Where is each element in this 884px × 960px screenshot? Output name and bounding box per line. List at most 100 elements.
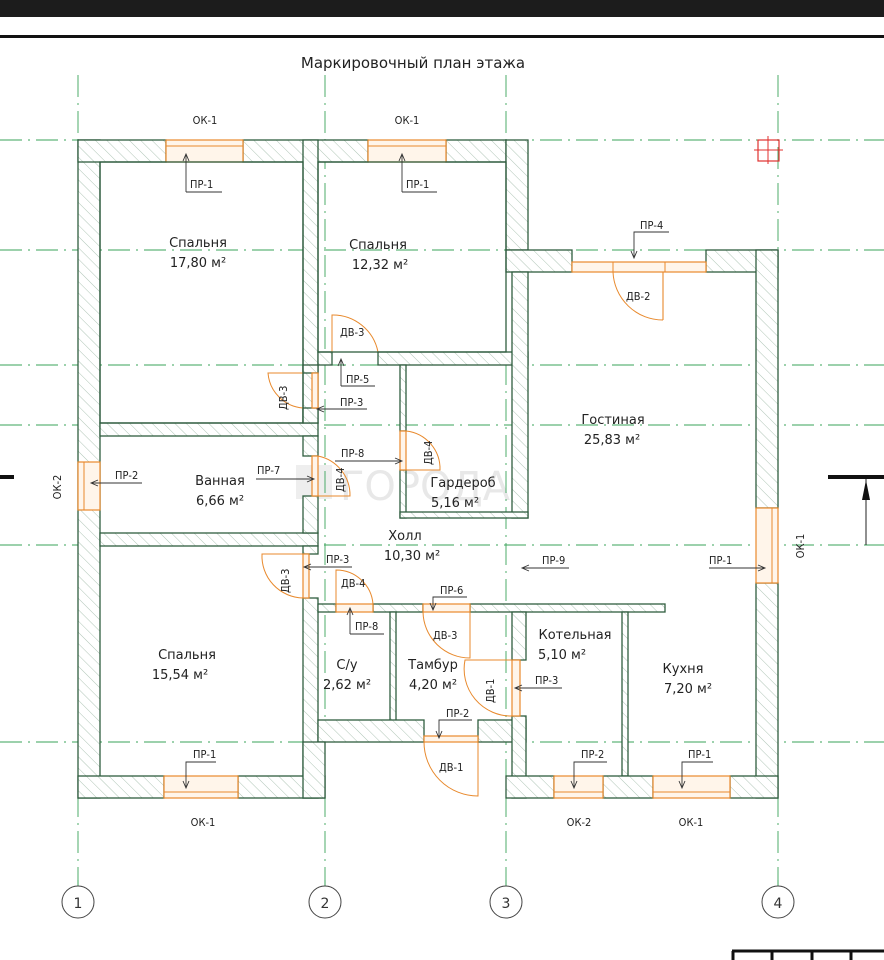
window-living-top — [571, 261, 707, 273]
window-ok1-bed3 — [163, 775, 239, 799]
room-name: Гардероб — [430, 476, 495, 491]
room-name: Холл — [388, 529, 421, 544]
opening-label: ПР-2 — [581, 748, 604, 761]
opening-label: ПР-1 — [190, 178, 213, 191]
door-label: ДВ-1 — [484, 679, 497, 703]
axis-bubble-1 — [61, 885, 95, 919]
door-label: ДВ-3 — [277, 386, 290, 410]
door-swing-dv3-bed1 — [267, 372, 304, 409]
room-area: 12,32 м² — [352, 258, 408, 273]
axis-label: 2 — [321, 896, 330, 912]
door-label: ДВ-4 — [422, 441, 435, 465]
door-swing-dv4-wc — [335, 569, 374, 605]
door-swing-dv3-bed2 — [331, 314, 379, 353]
title-block-fragment — [731, 949, 884, 960]
window-ok1-living — [755, 507, 779, 584]
room-name: Ванная — [195, 474, 245, 489]
opening-label: ПР-3 — [340, 396, 363, 409]
door-swing-dv4-ward — [405, 430, 441, 471]
section-mark-left — [0, 475, 14, 479]
reference-marker — [754, 136, 783, 164]
axis-bubble-3 — [489, 885, 523, 919]
opening-label: ПР-1 — [193, 748, 216, 761]
door-label: ДВ-2 — [626, 290, 650, 303]
room-area: 6,66 м² — [196, 494, 244, 509]
door-swing-dv3-bed3 — [261, 553, 304, 599]
room-area: 7,20 м² — [664, 682, 712, 697]
room-name: С/у — [336, 658, 357, 673]
axis-bubble-4 — [761, 885, 795, 919]
room-area: 5,16 м² — [431, 496, 479, 511]
axis-label: 4 — [774, 896, 783, 912]
section-markers — [0, 475, 884, 545]
room-name: Спальня — [169, 236, 227, 251]
axis-label: 1 — [74, 896, 83, 912]
door-swing-dv2 — [612, 271, 664, 321]
door-label: ДВ-3 — [433, 629, 457, 642]
room-name: Спальня — [158, 648, 216, 663]
room-area: 17,80 м² — [170, 256, 226, 271]
room-area: 5,10 м² — [538, 648, 586, 663]
inner-outlines — [99, 161, 507, 424]
opening-labels: ПР-1 ПР-1 ПР-4 ПР-5 ПР-3 ПР-2 ПР-7 ПР-8 — [89, 152, 767, 790]
door-label: ДВ-4 — [341, 577, 365, 590]
watermark-text: ГОРОДА — [340, 464, 511, 510]
section-arrow-icon — [862, 480, 870, 500]
room-labels: Спальня 17,80 м² Спальня 12,32 м² Гостин… — [152, 236, 712, 697]
door-swing-dv3-tambur — [422, 611, 471, 659]
window-ok1-bed1 — [165, 139, 244, 163]
door-label: ДВ-3 — [279, 569, 292, 593]
room-name: Кухня — [663, 662, 704, 677]
opening-label: ПР-6 — [440, 584, 463, 597]
window-label: ОК-1 — [395, 114, 420, 127]
axis-label: 3 — [502, 896, 511, 912]
window-label: ОК-1 — [191, 816, 216, 829]
top-black-bar — [0, 0, 884, 17]
room-name: Котельная — [538, 628, 611, 643]
axis-bubble-2 — [308, 885, 342, 919]
opening-label: ПР-3 — [535, 674, 558, 687]
plan-title: Маркировочный план этажа — [301, 54, 525, 72]
room-area: 2,62 м² — [323, 678, 371, 693]
opening-label: ПР-7 — [257, 464, 280, 477]
room-name: Спальня — [349, 238, 407, 253]
door-swing-dv1-entry — [423, 741, 479, 797]
opening-label: ПР-2 — [115, 469, 138, 482]
door-label: ДВ-4 — [334, 468, 347, 492]
door-label: ДВ-3 — [340, 326, 364, 339]
opening-label: ПР-8 — [341, 447, 364, 460]
door-label: ДВ-1 — [439, 761, 463, 774]
opening-label: ПР-9 — [542, 554, 565, 567]
room-area: 15,54 м² — [152, 668, 208, 683]
opening-label: ПР-2 — [446, 707, 469, 720]
window-ok2-boiler — [553, 775, 604, 799]
room-area: 25,83 м² — [584, 433, 640, 448]
opening-label: ПР-1 — [688, 748, 711, 761]
opening-label: ПР-1 — [406, 178, 429, 191]
top-border-line — [0, 35, 884, 38]
window-label: ОК-2 — [51, 475, 64, 500]
door-labels: ДВ-2 ДВ-3 ДВ-3 ДВ-4 ДВ-4 ДВ-3 ДВ-4 ДВ-3 … — [277, 290, 650, 774]
opening-label: ПР-1 — [709, 554, 732, 567]
watermark: ГОРОДА — [296, 464, 511, 510]
window-label: ОК-2 — [567, 816, 592, 829]
door-swing-dv1-boiler — [463, 659, 513, 717]
room-name: Тамбур — [407, 658, 458, 673]
room-area: 10,30 м² — [384, 549, 440, 564]
window-ok1-bed2 — [367, 139, 447, 163]
window-labels: ОК-1 ОК-1 ОК-2 ОК-1 ОК-1 ОК-2 ОК-1 — [51, 114, 807, 829]
section-mark-right — [828, 475, 884, 479]
door-swing-dv4-bath — [317, 455, 351, 497]
walls — [77, 139, 779, 799]
opening-label: ПР-8 — [355, 620, 378, 633]
window-label: ОК-1 — [679, 816, 704, 829]
axis-bubbles: 1 2 3 4 — [61, 880, 795, 919]
window-label: ОК-1 — [193, 114, 218, 127]
room-name: Гостиная — [581, 413, 644, 428]
window-ok2-bath — [77, 461, 101, 511]
room-area: 4,20 м² — [409, 678, 457, 693]
opening-label: ПР-5 — [346, 373, 369, 386]
opening-label: ПР-4 — [640, 219, 663, 232]
opening-label: ПР-3 — [326, 553, 349, 566]
